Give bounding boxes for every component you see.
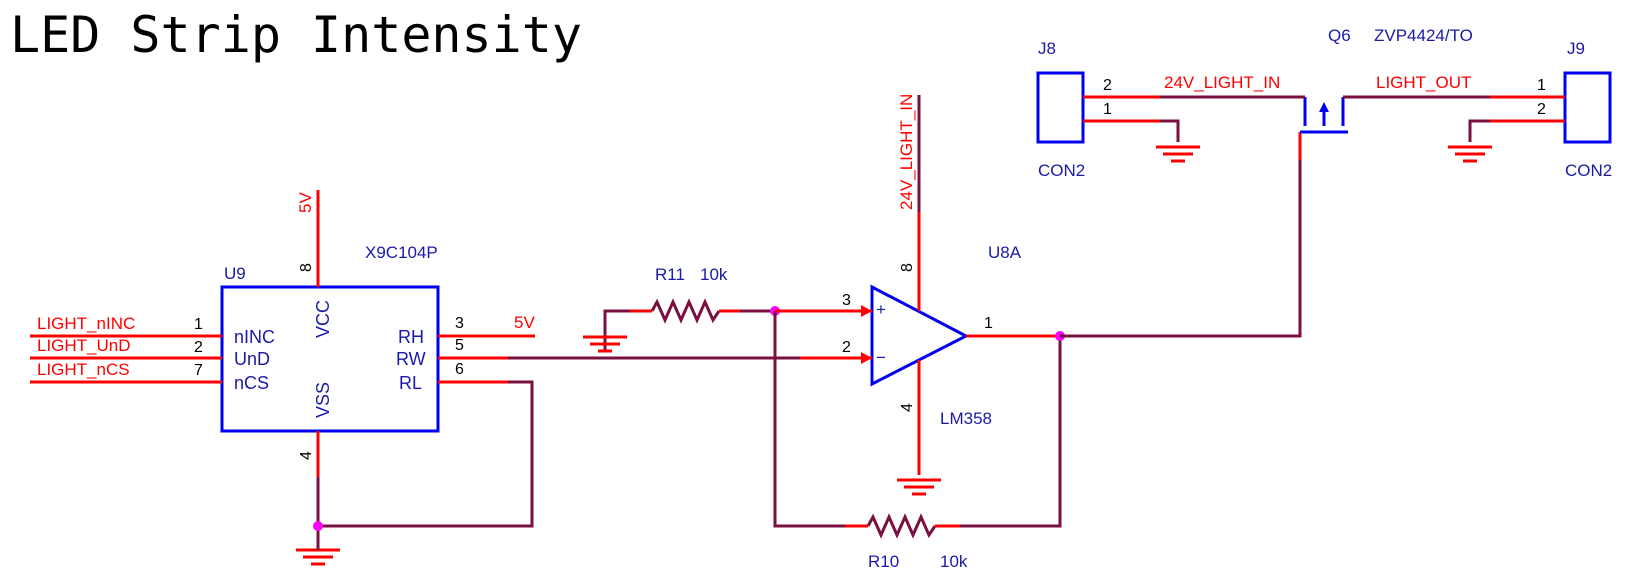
net-light-ncs: LIGHT_nCS — [37, 360, 130, 379]
r10-value: 10k — [940, 552, 968, 571]
u9-pin5-number: 5 — [455, 337, 464, 354]
net-24v-light-in: 24V_LIGHT_IN — [1164, 73, 1280, 92]
u9-pin-name-vss: VSS — [313, 382, 333, 418]
j9-value: CON2 — [1565, 161, 1612, 180]
q6-mosfet: Q6 ZVP4424/TO — [1298, 26, 1473, 160]
u9-pin-name-rl: RL — [399, 373, 422, 393]
u9-ref: U9 — [224, 264, 246, 283]
u9-pin7-number: 7 — [194, 362, 203, 379]
r11-ref: R11 — [655, 265, 685, 284]
j8-body — [1036, 71, 1085, 144]
wire-r10-right — [960, 336, 1062, 528]
net-light-ninc: LIGHT_nINC — [37, 314, 135, 333]
u9-pin-name-ncs: nCS — [234, 373, 269, 393]
u9-pin-name-ninc: nINC — [234, 327, 275, 347]
u9-pin8-number: 8 — [298, 263, 315, 272]
r10-resistor: R10 10k — [773, 311, 1062, 571]
u8a-ref: U8A — [988, 243, 1022, 262]
net-light-und: LIGHT_UnD — [37, 336, 131, 355]
j8-connector: J8 CON2 2 1 — [1036, 39, 1160, 180]
u8a-plus-sign: + — [876, 300, 886, 319]
ground-symbol-j8 — [1156, 145, 1200, 163]
net-5v-rh: 5V — [514, 313, 535, 332]
wire-j8-ground — [1160, 119, 1180, 142]
ground-symbol-u9 — [296, 545, 340, 566]
u8a-pin3-number: 3 — [842, 292, 851, 309]
j8-pin1-number: 1 — [1103, 101, 1112, 118]
wire-output-to-gate — [1060, 160, 1302, 338]
u9-digital-potentiometer: U9 X9C104P LIGHT_nINC LIGHT_UnD LIGHT_nC… — [30, 190, 535, 526]
r11-zigzag — [650, 298, 721, 324]
net-24v-light-in-supply: 24V_LIGHT_IN — [897, 94, 916, 210]
net-light-out: LIGHT_OUT — [1376, 73, 1471, 92]
q6-value: ZVP4424/TO — [1374, 26, 1473, 45]
r11-value: 10k — [700, 265, 728, 284]
u9-pin-name-vcc: VCC — [313, 300, 333, 338]
wire-rl-to-ground — [318, 380, 534, 528]
q6-ref: Q6 — [1328, 26, 1351, 45]
ground-symbol-r11 — [583, 335, 627, 353]
net-5v-vcc: 5V — [296, 192, 315, 213]
wire-r10-left — [773, 311, 845, 528]
u9-pin-name-rw: RW — [396, 349, 426, 369]
ground-symbol-j9 — [1448, 145, 1492, 163]
ground-symbol-u8a — [897, 478, 941, 496]
j9-ref: J9 — [1567, 39, 1585, 58]
wire-r11-ground — [603, 309, 630, 352]
j8-ref: J8 — [1038, 39, 1056, 58]
r11-resistor: R11 10k — [603, 265, 775, 352]
j9-body — [1563, 71, 1612, 144]
u8a-opamp: 3 2 + − 1 24V_LIGHT_IN 8 4 U8A LM358 — [775, 94, 1060, 475]
u9-pin1-number: 1 — [194, 316, 203, 333]
u9-pin4-number: 4 — [298, 451, 315, 460]
u8a-pin4-number: 4 — [899, 403, 916, 412]
u9-pin-name-rh: RH — [398, 327, 424, 347]
u8a-pin8-number: 8 — [899, 263, 916, 272]
u8a-pin1-number: 1 — [984, 315, 993, 332]
u9-pin3-number: 3 — [455, 315, 464, 332]
j9-pin2-number: 2 — [1537, 101, 1546, 118]
u9-pin2-number: 2 — [194, 339, 203, 356]
r10-ref: R10 — [868, 552, 899, 571]
u8a-pin2-number: 2 — [842, 339, 851, 356]
j8-pin2-number: 2 — [1103, 77, 1112, 94]
j9-connector: J9 CON2 1 2 — [1490, 39, 1612, 180]
j8-value: CON2 — [1038, 161, 1085, 180]
schematic-title: LED Strip Intensity — [10, 6, 582, 64]
u8a-value: LM358 — [940, 409, 992, 428]
r10-zigzag — [866, 513, 937, 539]
u9-pin-name-und: UnD — [234, 349, 270, 369]
u8a-minus-sign: − — [876, 348, 886, 367]
junction-vss — [313, 521, 323, 531]
wire-j9-ground — [1468, 119, 1490, 142]
j9-pin1-number: 1 — [1537, 77, 1546, 94]
q6-arrow — [1319, 102, 1329, 112]
u9-pin6-number: 6 — [455, 361, 464, 378]
u9-value: X9C104P — [365, 243, 438, 262]
